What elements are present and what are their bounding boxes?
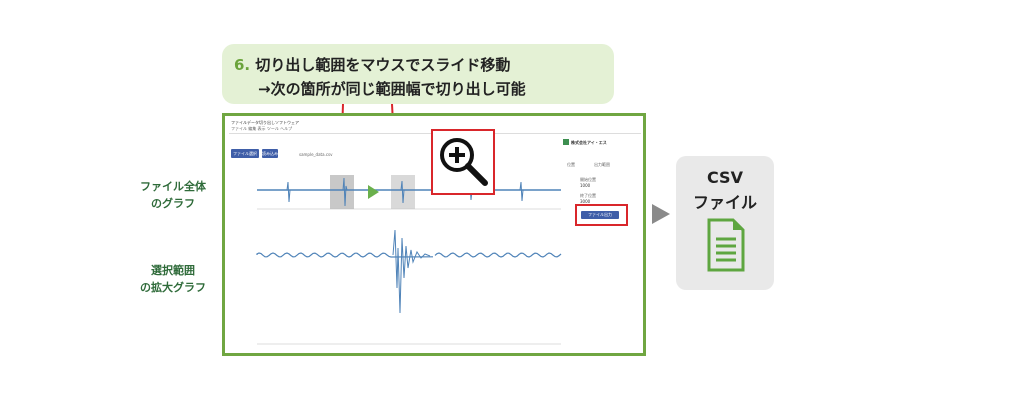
play-triangle-icon (368, 185, 379, 199)
document-icon (707, 218, 745, 272)
csv-output-box: CSV ファイル (676, 156, 774, 290)
file-name: sample_data.csv (299, 152, 333, 157)
app-window: ファイルデータ切り出しソフトウェア ファイル 編集 表示 ツール ヘルプ ファイ… (222, 113, 646, 356)
export-button[interactable]: ファイル出力 (581, 211, 619, 219)
csv-label: CSV (707, 168, 743, 187)
callout-line-2: →次の箇所が同じ範囲幅で切り出し可能 (258, 80, 526, 98)
panel-right-title: 出力範囲 (594, 162, 610, 167)
export-highlight (575, 204, 628, 226)
end-label: 終了位置 (580, 193, 596, 198)
file-label: ファイル (692, 193, 757, 212)
panel-left-title: 位置 (567, 162, 575, 167)
window-title: ファイルデータ切り出しソフトウェア (231, 120, 299, 125)
step-number: 6. (234, 56, 251, 74)
start-field[interactable]: 1000 (580, 183, 591, 188)
company-name: 株式会社アイ・エス (571, 140, 607, 145)
end-field[interactable]: 3000 (580, 199, 591, 204)
start-label: 開始位置 (580, 177, 596, 182)
overview-graph-label: ファイル全体 のグラフ (140, 180, 206, 210)
file-open-button[interactable]: ファイル選択 (231, 149, 259, 158)
read-button[interactable]: 読み込み (262, 149, 278, 158)
callout-line-1: 切り出し範囲をマウスでスライド移動 (255, 56, 511, 74)
flow-arrow-icon (652, 204, 670, 224)
menu-bar[interactable]: ファイル 編集 表示 ツール ヘルプ (231, 126, 293, 131)
zoom-graph-label: 選択範囲 の拡大グラフ (140, 264, 206, 294)
overview-graph[interactable] (235, 172, 565, 214)
selection-window-1[interactable] (330, 175, 354, 209)
instruction-callout: 6. 切り出し範囲をマウスでスライド移動 →次の箇所が同じ範囲幅で切り出し可能 (222, 44, 614, 104)
zoom-graph[interactable] (235, 218, 565, 348)
zoom-in-icon[interactable] (437, 135, 491, 189)
company-logo (563, 139, 569, 145)
